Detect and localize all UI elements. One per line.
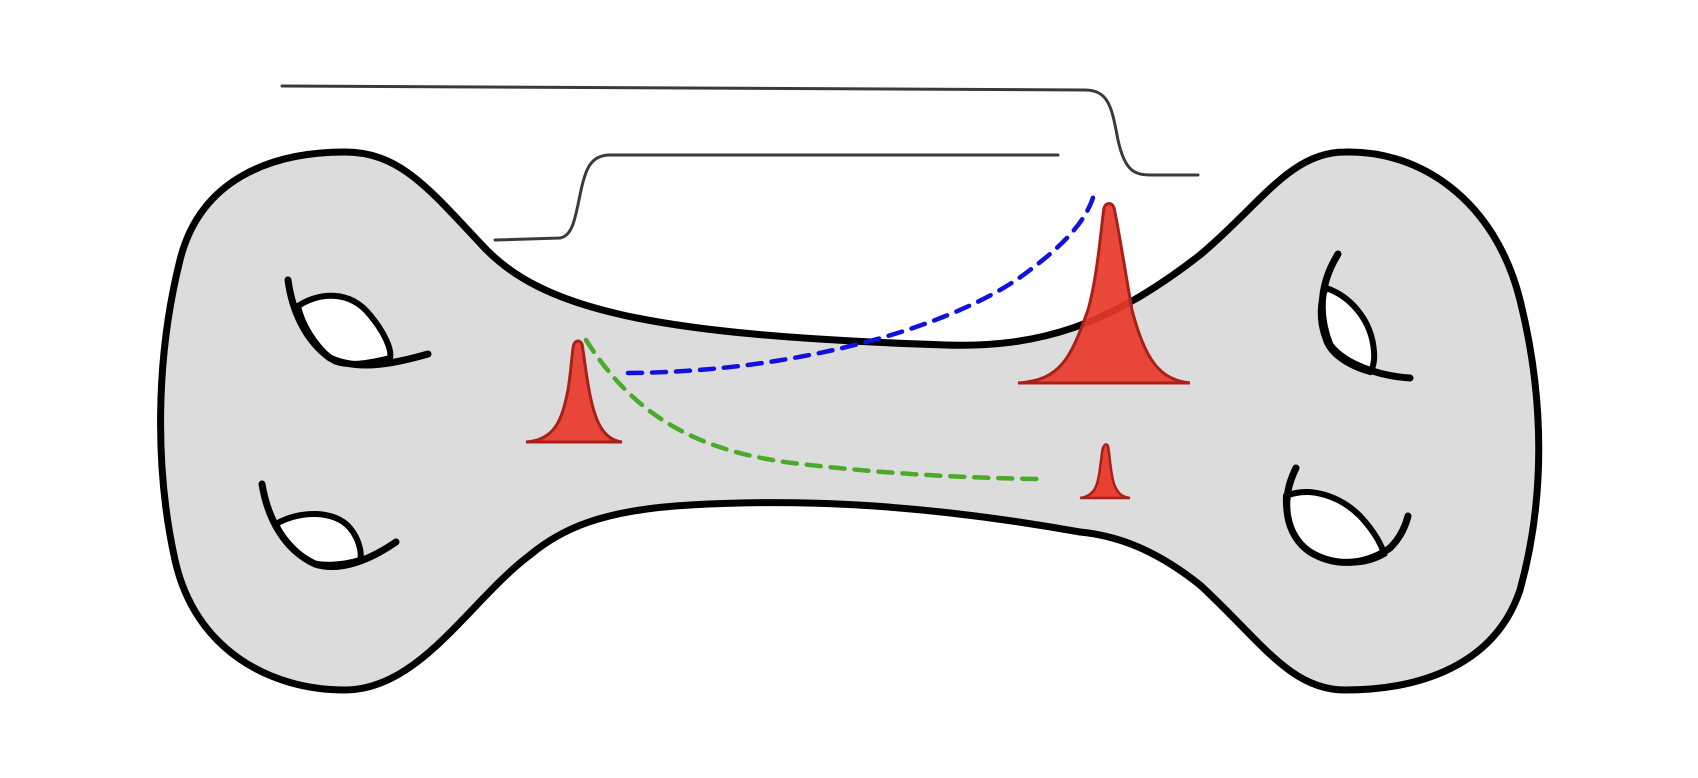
handle-top-right [1317, 250, 1414, 382]
gaussian-peak-medium[interactable] [525, 339, 623, 444]
surface-body [157, 148, 1543, 694]
handle-top-left-edge [284, 276, 432, 369]
handle-bottom-left-edge [258, 480, 400, 571]
green-dashed-path [583, 337, 1043, 482]
gaussian-peak-small[interactable] [1079, 443, 1131, 500]
handle-top-left [284, 276, 432, 369]
gaussian-peak-large[interactable] [1017, 202, 1191, 385]
step-curve-upper [280, 84, 1200, 177]
handle-bottom-right [1282, 464, 1412, 566]
blue-dashed-path [625, 187, 1098, 376]
handle-top-right-edge [1318, 250, 1414, 382]
step-curve-lower [493, 153, 1060, 242]
handle-bottom-right-edge [1283, 464, 1412, 566]
handle-bottom-left [258, 480, 400, 571]
